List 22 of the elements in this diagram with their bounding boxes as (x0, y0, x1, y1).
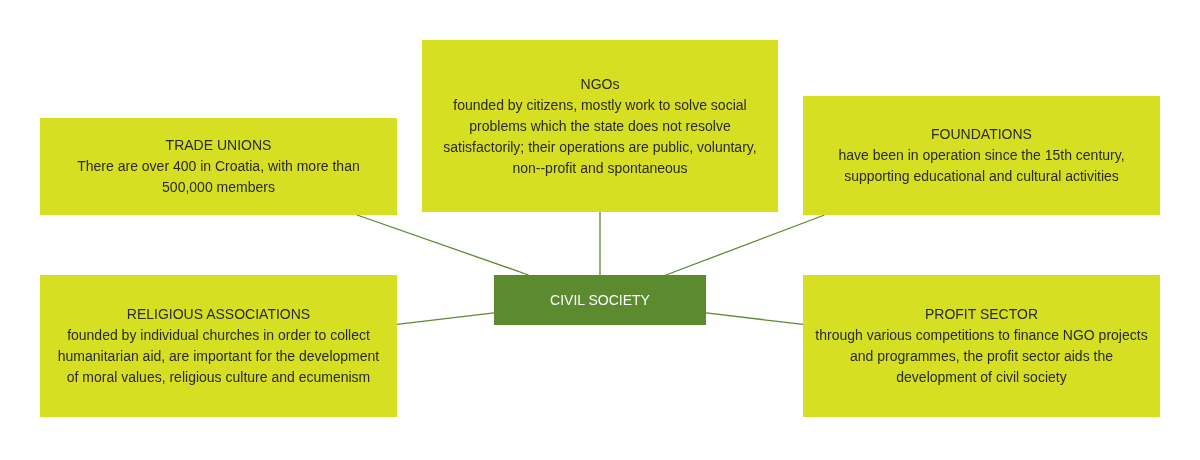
topic-description: founded by individual churches in order to collect humanitarian aid, are important for the development of moral values, religious culture and ecumenism (56, 326, 381, 387)
topic-heading: CIVIL SOCIETY (550, 290, 650, 310)
topic-box (422, 40, 778, 212)
topic-box (803, 96, 1160, 215)
topic-heading: RELIGIOUS ASSOCIATIONS (126, 305, 311, 324)
connector-line (665, 214, 826, 276)
topic-description: have been in operation since the 15th century, supporting educational and cultural activities (837, 146, 1126, 186)
connector-line (396, 312, 495, 326)
topic-heading: TRADE UNIONS (165, 136, 272, 155)
connector-line (356, 214, 530, 276)
topic-heading: FOUNDATIONS (931, 125, 1032, 144)
topic-box (40, 118, 397, 215)
topic-description: through various competitions to finance NGO projects and programmes, the profit sector aids the development of civil society (815, 326, 1148, 387)
central-topic-box (494, 275, 706, 325)
topic-description: founded by citizens, mostly work to solve social problems which the state does not resolve satisfactorily; their operations are public, voluntary, non--profit and spontaneous (442, 95, 758, 178)
topic-heading: PROFIT SECTOR (924, 305, 1039, 324)
connector-line (705, 312, 804, 326)
topic-heading: NGOs (580, 74, 620, 94)
connector-line (599, 211, 601, 276)
topic-box (40, 275, 397, 417)
topic-box (803, 275, 1160, 417)
topic-description: There are over 400 in Croatia, with more than 500,000 members (76, 157, 361, 197)
